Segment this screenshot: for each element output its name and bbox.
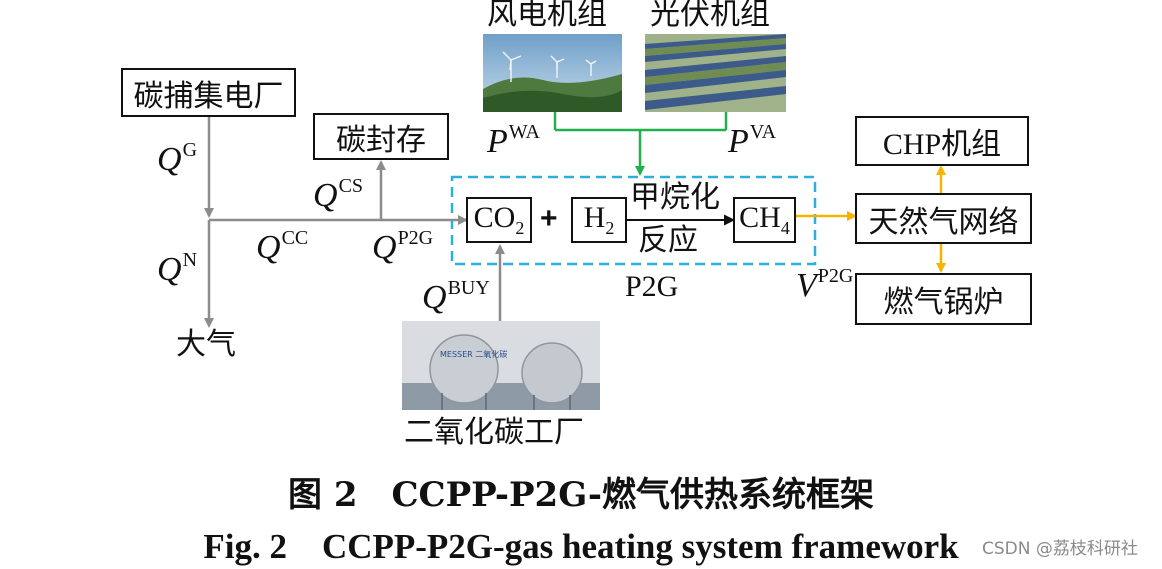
- storage-label: 碳封存: [336, 122, 426, 158]
- p2g-label: P2G: [625, 270, 679, 303]
- co2-plant-photo: MESSER 二氧化碳: [402, 321, 600, 410]
- ccpp-label: 碳捕集电厂: [133, 78, 284, 114]
- chp-label: CHP机组: [882, 128, 1002, 161]
- watermark: CSDN @荔枝科研社: [982, 539, 1138, 559]
- storage-box: 碳封存: [313, 113, 449, 160]
- gas-network-box: 天然气网络: [855, 193, 1032, 244]
- pv-farm-photo: [645, 34, 786, 112]
- atmosphere-label: 大气: [176, 327, 236, 362]
- methanation-line1: 甲烷化: [630, 180, 720, 215]
- ch4-box: CH4: [733, 197, 796, 243]
- co2-label: CO2: [473, 201, 525, 238]
- caption-en: Fig. 2 CCPP-P2G-gas heating system frame…: [203, 527, 959, 566]
- symbol-qn: QN: [157, 249, 198, 288]
- ccpp-box: 碳捕集电厂: [121, 68, 296, 117]
- methanation-line2: 反应: [638, 223, 698, 258]
- symbol-vp2g: VP2G: [796, 265, 854, 304]
- caption-zh: 图 2 CCPP-P2G-燃气供热系统框架: [287, 475, 874, 515]
- gas-network-label: 天然气网络: [868, 204, 1019, 240]
- wind-label: 风电机组: [487, 0, 607, 32]
- h2-label: H2: [583, 201, 615, 238]
- plus-sign: +: [540, 202, 558, 235]
- symbol-pva: PVA: [728, 121, 777, 160]
- symbol-qp2g: QP2G: [372, 227, 434, 266]
- symbol-pwa: PWA: [487, 121, 540, 160]
- pv-label: 光伏机组: [650, 0, 770, 32]
- gas-boiler-label: 燃气锅炉: [883, 285, 1004, 320]
- symbol-qcs: QCS: [313, 175, 364, 214]
- co2-box: CO2: [466, 197, 532, 243]
- symbol-qg: QG: [157, 139, 198, 178]
- ch4-label: CH4: [739, 201, 790, 238]
- gas-boiler-box: 燃气锅炉: [855, 273, 1032, 325]
- symbol-qcc: QCC: [256, 227, 309, 266]
- h2-box: H2: [571, 197, 627, 243]
- symbol-qbuy: QBUY: [422, 277, 490, 316]
- wind-farm-photo: [483, 34, 622, 112]
- tank-text: MESSER 二氧化碳: [440, 349, 507, 359]
- chp-box: CHP机组: [855, 116, 1029, 166]
- co2-plant-label: 二氧化碳工厂: [404, 415, 584, 450]
